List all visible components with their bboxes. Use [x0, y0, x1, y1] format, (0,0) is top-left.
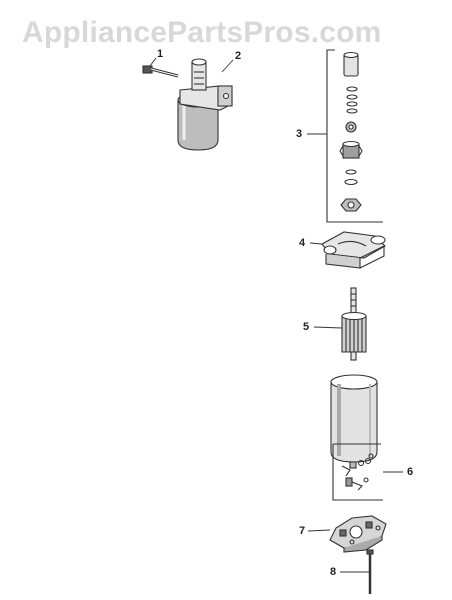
callout-8: 8 — [330, 566, 337, 578]
part-8-through-bolt[interactable] — [366, 549, 374, 594]
callout-6: 6 — [407, 466, 414, 478]
watermark: AppliancePartsPros.com — [22, 16, 382, 49]
callout-5: 5 — [303, 321, 310, 333]
part-5-armature[interactable] — [341, 287, 367, 361]
part-2-starter-motor[interactable] — [177, 58, 233, 151]
callout-1: 1 — [157, 48, 164, 60]
callout-4: 4 — [299, 237, 306, 249]
part-1-bolt[interactable] — [142, 65, 179, 78]
leader-lines — [149, 57, 403, 573]
part-4-end-cap[interactable] — [321, 231, 386, 269]
part-7-brush-plate[interactable] — [329, 515, 387, 553]
callout-3: 3 — [296, 128, 303, 140]
part-6-brush-kit[interactable] — [332, 443, 383, 501]
motor-housing[interactable] — [330, 374, 378, 463]
callout-2: 2 — [235, 50, 242, 62]
part-3-drive-kit[interactable] — [326, 49, 383, 223]
callout-7: 7 — [299, 525, 306, 537]
